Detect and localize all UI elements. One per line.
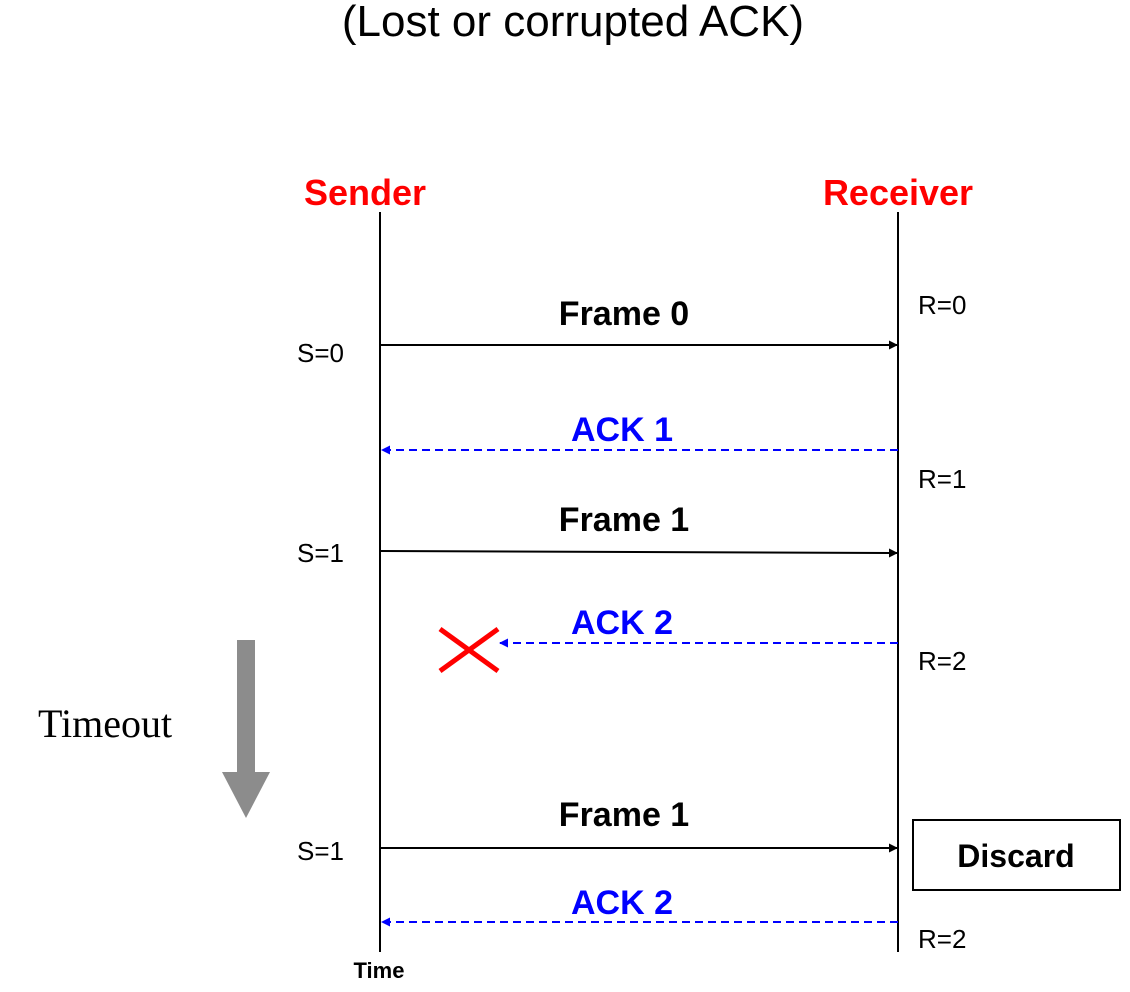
message-label: Frame 1 (559, 501, 689, 539)
x-cross-icon (438, 626, 500, 674)
message-label: ACK 2 (571, 884, 673, 922)
receiver-state-label: R=2 (918, 924, 966, 954)
message-label: ACK 1 (571, 411, 673, 449)
message-label: Frame 1 (559, 796, 689, 834)
diagram-title: (Lost or corrupted ACK) (342, 0, 804, 46)
message-label: Frame 0 (559, 295, 689, 333)
discard-box: Discard (912, 819, 1121, 891)
sender-label: Sender (304, 172, 426, 213)
discard-label: Discard (957, 838, 1074, 874)
receiver-state-label: R=0 (918, 290, 966, 320)
sender-state-label: S=0 (297, 338, 344, 368)
receiver-label: Receiver (823, 172, 973, 213)
sender-state-label: S=1 (297, 538, 344, 568)
sender-state-label: S=1 (297, 836, 344, 866)
receiver-state-label: R=2 (918, 646, 966, 676)
message-label: ACK 2 (571, 604, 673, 642)
frame-arrow (379, 548, 899, 558)
timeout-label: Timeout (38, 701, 172, 746)
receiver-state-label: R=1 (918, 464, 966, 494)
arrow-down-icon (222, 640, 270, 818)
time-axis-label: Time (354, 958, 405, 983)
